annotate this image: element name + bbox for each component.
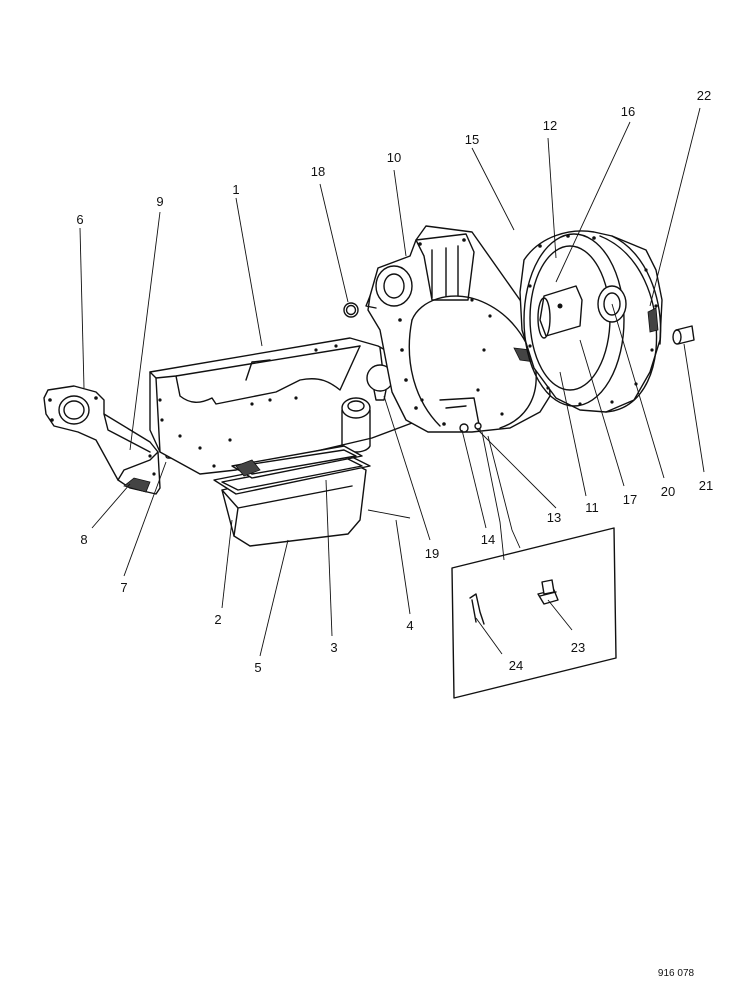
reference-code: 916 078 xyxy=(658,968,695,979)
callout-17: 17 xyxy=(623,492,637,507)
callout-4: 4 xyxy=(406,618,413,633)
callout-15: 15 xyxy=(465,132,479,147)
detail-inset-box xyxy=(451,527,617,699)
rear-housing-part xyxy=(519,230,663,413)
callout-8: 8 xyxy=(80,532,87,547)
callout-7: 7 xyxy=(120,580,127,595)
callout-9: 9 xyxy=(156,194,163,209)
pipe-elbow-part xyxy=(43,385,161,495)
callout-11: 11 xyxy=(585,500,599,515)
bell-housing-part xyxy=(365,225,551,433)
callout-18: 18 xyxy=(311,164,325,179)
leader-lines xyxy=(79,107,705,657)
callout-labels: 1 2 3 4 5 6 7 8 9 10 11 12 13 14 15 16 1… xyxy=(76,88,713,675)
callout-5: 5 xyxy=(254,660,261,675)
callout-20: 20 xyxy=(661,484,675,499)
oil-pan-stack-part xyxy=(213,445,371,547)
callout-13: 13 xyxy=(547,510,561,525)
callout-22: 22 xyxy=(697,88,711,103)
callout-10: 10 xyxy=(387,150,401,165)
callout-6: 6 xyxy=(76,212,83,227)
o-ring-part xyxy=(343,302,359,318)
bush-part xyxy=(672,325,695,345)
callout-14: 14 xyxy=(481,532,495,547)
callout-24: 24 xyxy=(509,658,523,673)
callout-3: 3 xyxy=(330,640,337,655)
callout-2: 2 xyxy=(214,612,221,627)
callout-23: 23 xyxy=(571,640,585,655)
callout-21: 21 xyxy=(699,478,713,493)
callout-12: 12 xyxy=(543,118,557,133)
callout-16: 16 xyxy=(621,104,635,119)
callout-1: 1 xyxy=(232,182,239,197)
callout-19: 19 xyxy=(425,546,439,561)
